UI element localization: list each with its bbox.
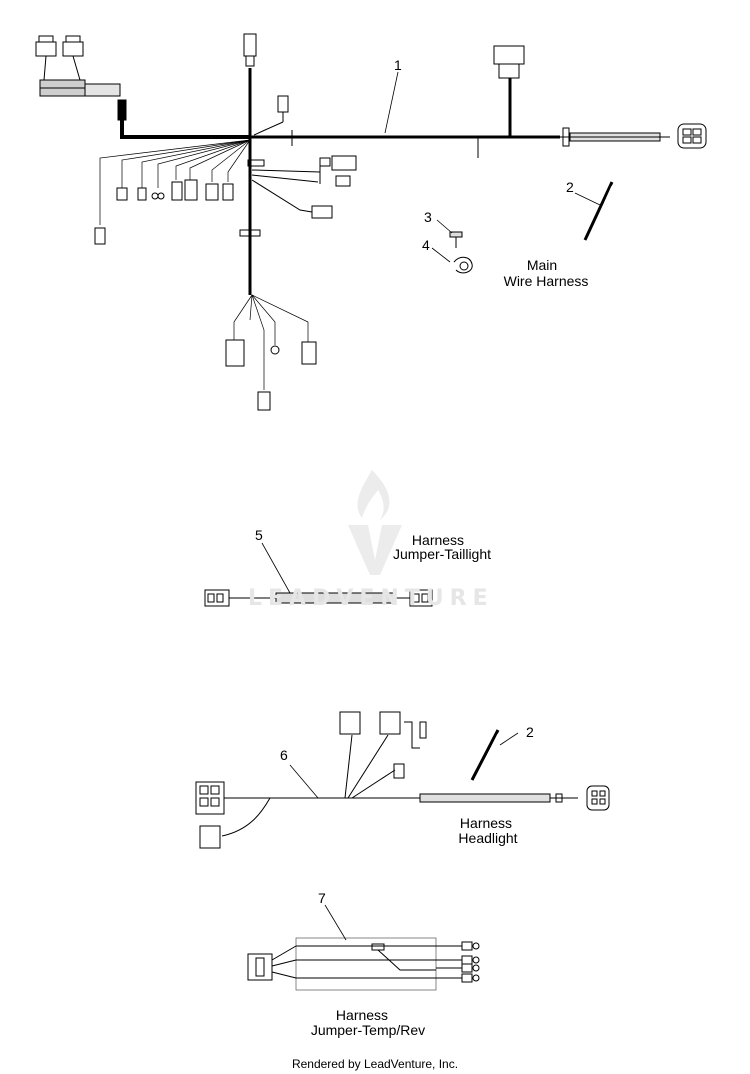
- main-fanout-bottom: [233, 294, 309, 390]
- callout-2-headlight: 2: [526, 724, 534, 740]
- main-wire-harness: [35, 33, 707, 411]
- callout-2-main: 2: [566, 179, 574, 195]
- main-harness-title-line1: Main: [526, 257, 558, 273]
- footer-credit: Rendered by LeadVenture, Inc.: [291, 1057, 459, 1071]
- watermark-logo: [348, 470, 402, 575]
- taillight-title-line1: Harness: [411, 532, 465, 548]
- headlight-harness: [195, 711, 610, 849]
- main-small-connectors: [94, 179, 234, 245]
- main-trunk-left: [120, 118, 250, 139]
- callout-7: 7: [318, 890, 326, 906]
- callout-4: 4: [422, 237, 430, 253]
- taillight-title-line2: Jumper-Taillight: [392, 546, 492, 562]
- temprev-title-line2: Jumper-Temp/Rev: [310, 1022, 426, 1038]
- temp-rev-jumper-harness: [247, 904, 480, 991]
- callout-1: 1: [394, 57, 402, 73]
- temprev-title-line1: Harness: [335, 1007, 389, 1023]
- watermark-text: LEADVENTURE: [248, 586, 494, 611]
- callout-5: 5: [255, 527, 263, 543]
- main-left-connectors: [35, 35, 127, 121]
- headlight-title-line1: Harness: [459, 815, 513, 831]
- main-bottom-connectors: [225, 339, 317, 411]
- main-top-connector-a: [243, 33, 257, 67]
- taillight-jumper-harness: [204, 542, 433, 607]
- main-top-connector-b: [493, 45, 525, 79]
- callout-6: 6: [280, 747, 288, 763]
- main-right-connector: [677, 123, 707, 149]
- main-fanout-left: [99, 139, 251, 225]
- headlight-title-line2: Headlight: [458, 830, 518, 846]
- headlight-right-connector: [586, 785, 610, 811]
- callout-3: 3: [424, 209, 432, 225]
- temp-rev-terminals: [461, 941, 480, 983]
- main-harness-title-line2: Wire Harness: [503, 273, 589, 289]
